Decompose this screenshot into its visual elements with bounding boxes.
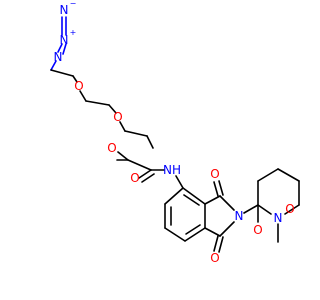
bond-c5-c6 [124, 130, 148, 137]
bond-o3-c7-link [117, 151, 129, 161]
bond-n3-c [50, 60, 57, 71]
bond-ar6-ar1-inner [183, 194, 200, 206]
atom-azide-n1: N [60, 3, 69, 17]
bond-ar4-ar5-inner [185, 224, 201, 235]
bond-c-top-o-second [218, 180, 224, 196]
atom-imide-o-bottom: O [210, 251, 219, 265]
atom-imide-o-top: O [210, 167, 219, 181]
bond-c7-c8 [127, 159, 152, 171]
bond-o1-c3 [79, 90, 87, 102]
charge-azide-n2: + [70, 28, 77, 37]
bond-c2-o1 [72, 75, 78, 83]
bond-c8-amide-o [138, 169, 152, 179]
bond-c-top-n [219, 195, 235, 211]
atom-amide-o: O [130, 171, 139, 185]
bond-ar3-ar4 [164, 227, 186, 242]
bond-ar1-ar2 [164, 187, 184, 205]
atom-imide-n: N [235, 209, 244, 223]
bond-cg5-ng [284, 204, 300, 215]
bond-azide-n2-n3-second [62, 43, 67, 55]
atom-azide-n2: N [60, 33, 69, 47]
atom-glutarimide-o-right: O [285, 202, 294, 216]
atom-azide-n3: N [54, 50, 63, 64]
bond-c8-amide-o-second [141, 173, 155, 183]
bond-c-top-o [213, 181, 219, 197]
bond-ar6-ar1 [182, 187, 206, 205]
bond-ng-cg6 [257, 204, 272, 215]
bond-c6-o3 [146, 135, 154, 149]
atom-glutarimide-o-bottom: O [253, 223, 262, 237]
bond-n-cg1 [243, 204, 259, 214]
bond-c-bottom-o [213, 235, 219, 252]
bond-ar5-c-bottom [204, 227, 221, 237]
bond-azide-n2-n3 [57, 43, 63, 53]
charge-azide-n1: − [70, 0, 77, 8]
bond-c-bottom-n [219, 221, 235, 237]
atom-amide-nh: NH [163, 163, 181, 177]
bonds [50, 16, 300, 253]
molecule-structure: N − N + N O O O O NH O N O O N O [50, 0, 300, 265]
bond-cg2-cg3 [257, 168, 279, 182]
atom-labels: N − N + N O O O O NH O N O O N O [54, 0, 295, 265]
bond-c4-o2 [108, 104, 117, 114]
bond-c-bottom-o-second [218, 236, 224, 253]
bond-ar6-c-top [204, 195, 221, 205]
bond-cg3-cg4 [277, 168, 300, 182]
atom-ether-o2: O [113, 110, 122, 124]
bond-c1-c2 [50, 69, 74, 77]
bond-nh-ar [175, 175, 184, 189]
bond-c3-c4 [85, 100, 110, 106]
bond-o2-c5 [119, 121, 126, 132]
atom-ether-o1: O [74, 79, 83, 93]
atom-glutarimide-n: N [274, 211, 283, 225]
atom-ether-o3: O [107, 141, 116, 155]
bond-ar4-ar5 [184, 227, 206, 242]
